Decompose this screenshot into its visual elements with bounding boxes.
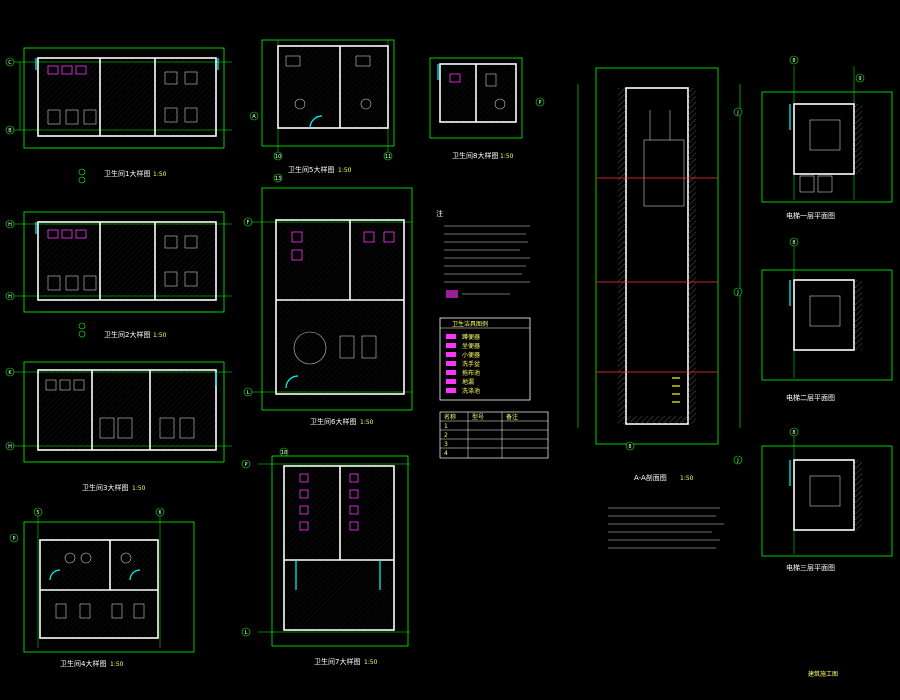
plan-3-title: 卫生间3大样图 [82, 483, 128, 492]
legend-item-4: 洗手盆 [462, 360, 480, 368]
elevator-plan-2: 8 J 电梯二层平面图 [733, 237, 893, 402]
legend-item-3: 小便器 [462, 351, 480, 359]
svg-text:L: L [247, 390, 250, 396]
table-cell: 3 [444, 441, 448, 448]
svg-text:K: K [8, 370, 12, 376]
svg-text:8: 8 [792, 58, 795, 64]
table-cell: 2 [444, 432, 448, 439]
legend-item-1: 蹲便器 [462, 333, 480, 341]
notes-block: 注 [436, 209, 530, 298]
table-cell: 4 [444, 450, 448, 457]
elevator-section-title: A-A剖面图 [634, 473, 667, 482]
elevator-plan-3: 8 J 电梯三层平面图 [733, 427, 893, 572]
legend-header: 卫生洁具图例 [452, 320, 488, 328]
svg-text:1:50: 1:50 [110, 661, 124, 668]
plan-8-title: 卫生间8大样图 [452, 151, 498, 160]
svg-text:6: 6 [158, 510, 161, 516]
plan-1-title: 卫生间1大样图 [104, 169, 150, 178]
elevator-plan-2-title: 电梯二层平面图 [786, 393, 835, 402]
legend-table: 卫生洁具图例 蹲便器 坐便器 小便器 洗手盆 拖布池 地漏 洗涤池 [439, 317, 531, 401]
plan-4-title: 卫生间4大样图 [60, 659, 106, 668]
svg-text:1:50: 1:50 [364, 659, 378, 666]
bathroom-plan-2: H H 卫生间2大样图 1:50 [5, 211, 232, 339]
legend-item-7: 洗涤池 [462, 387, 480, 395]
svg-text:J: J [736, 290, 738, 296]
svg-text:1:50: 1:50 [153, 171, 167, 178]
svg-text:H: H [8, 444, 12, 450]
svg-text:8: 8 [792, 240, 795, 246]
table-cell: 型号 [472, 413, 484, 421]
svg-text:8: 8 [628, 444, 631, 450]
svg-text:P: P [244, 462, 247, 468]
svg-text:P: P [538, 100, 541, 106]
table-cell: 名称 [444, 413, 456, 421]
sheet-stamp: 建筑施工图 [808, 670, 838, 678]
elevator-plan-1-title: 电梯一层平面图 [786, 211, 835, 220]
svg-text:1:50: 1:50 [680, 475, 694, 482]
spec-table: 名称 型号 备注 1 2 3 4 [439, 411, 549, 459]
elevator-plan-3-title: 电梯三层平面图 [786, 563, 835, 572]
svg-text:H: H [8, 222, 12, 228]
svg-text:18: 18 [281, 450, 287, 456]
svg-text:9: 9 [858, 76, 861, 82]
notes-title: 注 [436, 209, 443, 218]
bathroom-plan-3: K H 卫生间3大样图 1:50 [5, 361, 232, 492]
svg-text:P: P [12, 536, 15, 542]
svg-text:5: 5 [36, 510, 39, 516]
svg-text:1:50: 1:50 [132, 485, 146, 492]
svg-text:8: 8 [792, 430, 795, 436]
bathroom-plan-6: F L 13 卫生间6大样图 1:50 [243, 173, 413, 426]
table-cell: 备注 [506, 413, 518, 421]
svg-text:13: 13 [275, 176, 281, 182]
plan-7-title: 卫生间7大样图 [314, 657, 360, 666]
svg-text:1:50: 1:50 [338, 167, 352, 174]
svg-text:1:50: 1:50 [500, 153, 514, 160]
plan-5-title: 卫生间5大样图 [288, 165, 334, 174]
svg-text:A: A [252, 114, 256, 120]
plan-6-title: 卫生间6大样图 [310, 417, 356, 426]
svg-text:11: 11 [385, 154, 391, 160]
plan-2-title: 卫生间2大样图 [104, 330, 150, 339]
svg-text:1:50: 1:50 [360, 419, 374, 426]
bathroom-plan-5: A 10 11 卫生间5大样图 1:50 [249, 39, 395, 174]
bathroom-plan-4: 5 6 P 卫生间4大样图 1:50 [9, 507, 195, 668]
bathroom-plan-8: P 卫生间8大样图 1:50 [429, 57, 545, 160]
svg-text:1:50: 1:50 [153, 332, 167, 339]
bathroom-plan-7: P L 18 卫生间7大样图 1:50 [241, 447, 410, 666]
svg-text:B: B [8, 128, 12, 134]
elevator-plan-1: 8 9 J 电梯一层平面图 [733, 55, 893, 220]
svg-text:L: L [245, 630, 248, 636]
legend-item-2: 坐便器 [462, 342, 480, 350]
svg-text:H: H [8, 294, 12, 300]
bathroom-plan-1: C B 卫生间1大样图 1:50 [5, 47, 232, 184]
svg-text:C: C [8, 60, 12, 66]
svg-text:J: J [736, 110, 738, 116]
legend-item-5: 拖布池 [462, 369, 480, 377]
svg-text:10: 10 [275, 154, 281, 160]
legend-item-6: 地漏 [462, 378, 474, 386]
elevator-section: 8 A-A剖面图 1:50 [577, 67, 741, 549]
svg-text:F: F [247, 220, 250, 226]
svg-text:J: J [736, 458, 738, 464]
table-cell: 1 [444, 423, 448, 430]
